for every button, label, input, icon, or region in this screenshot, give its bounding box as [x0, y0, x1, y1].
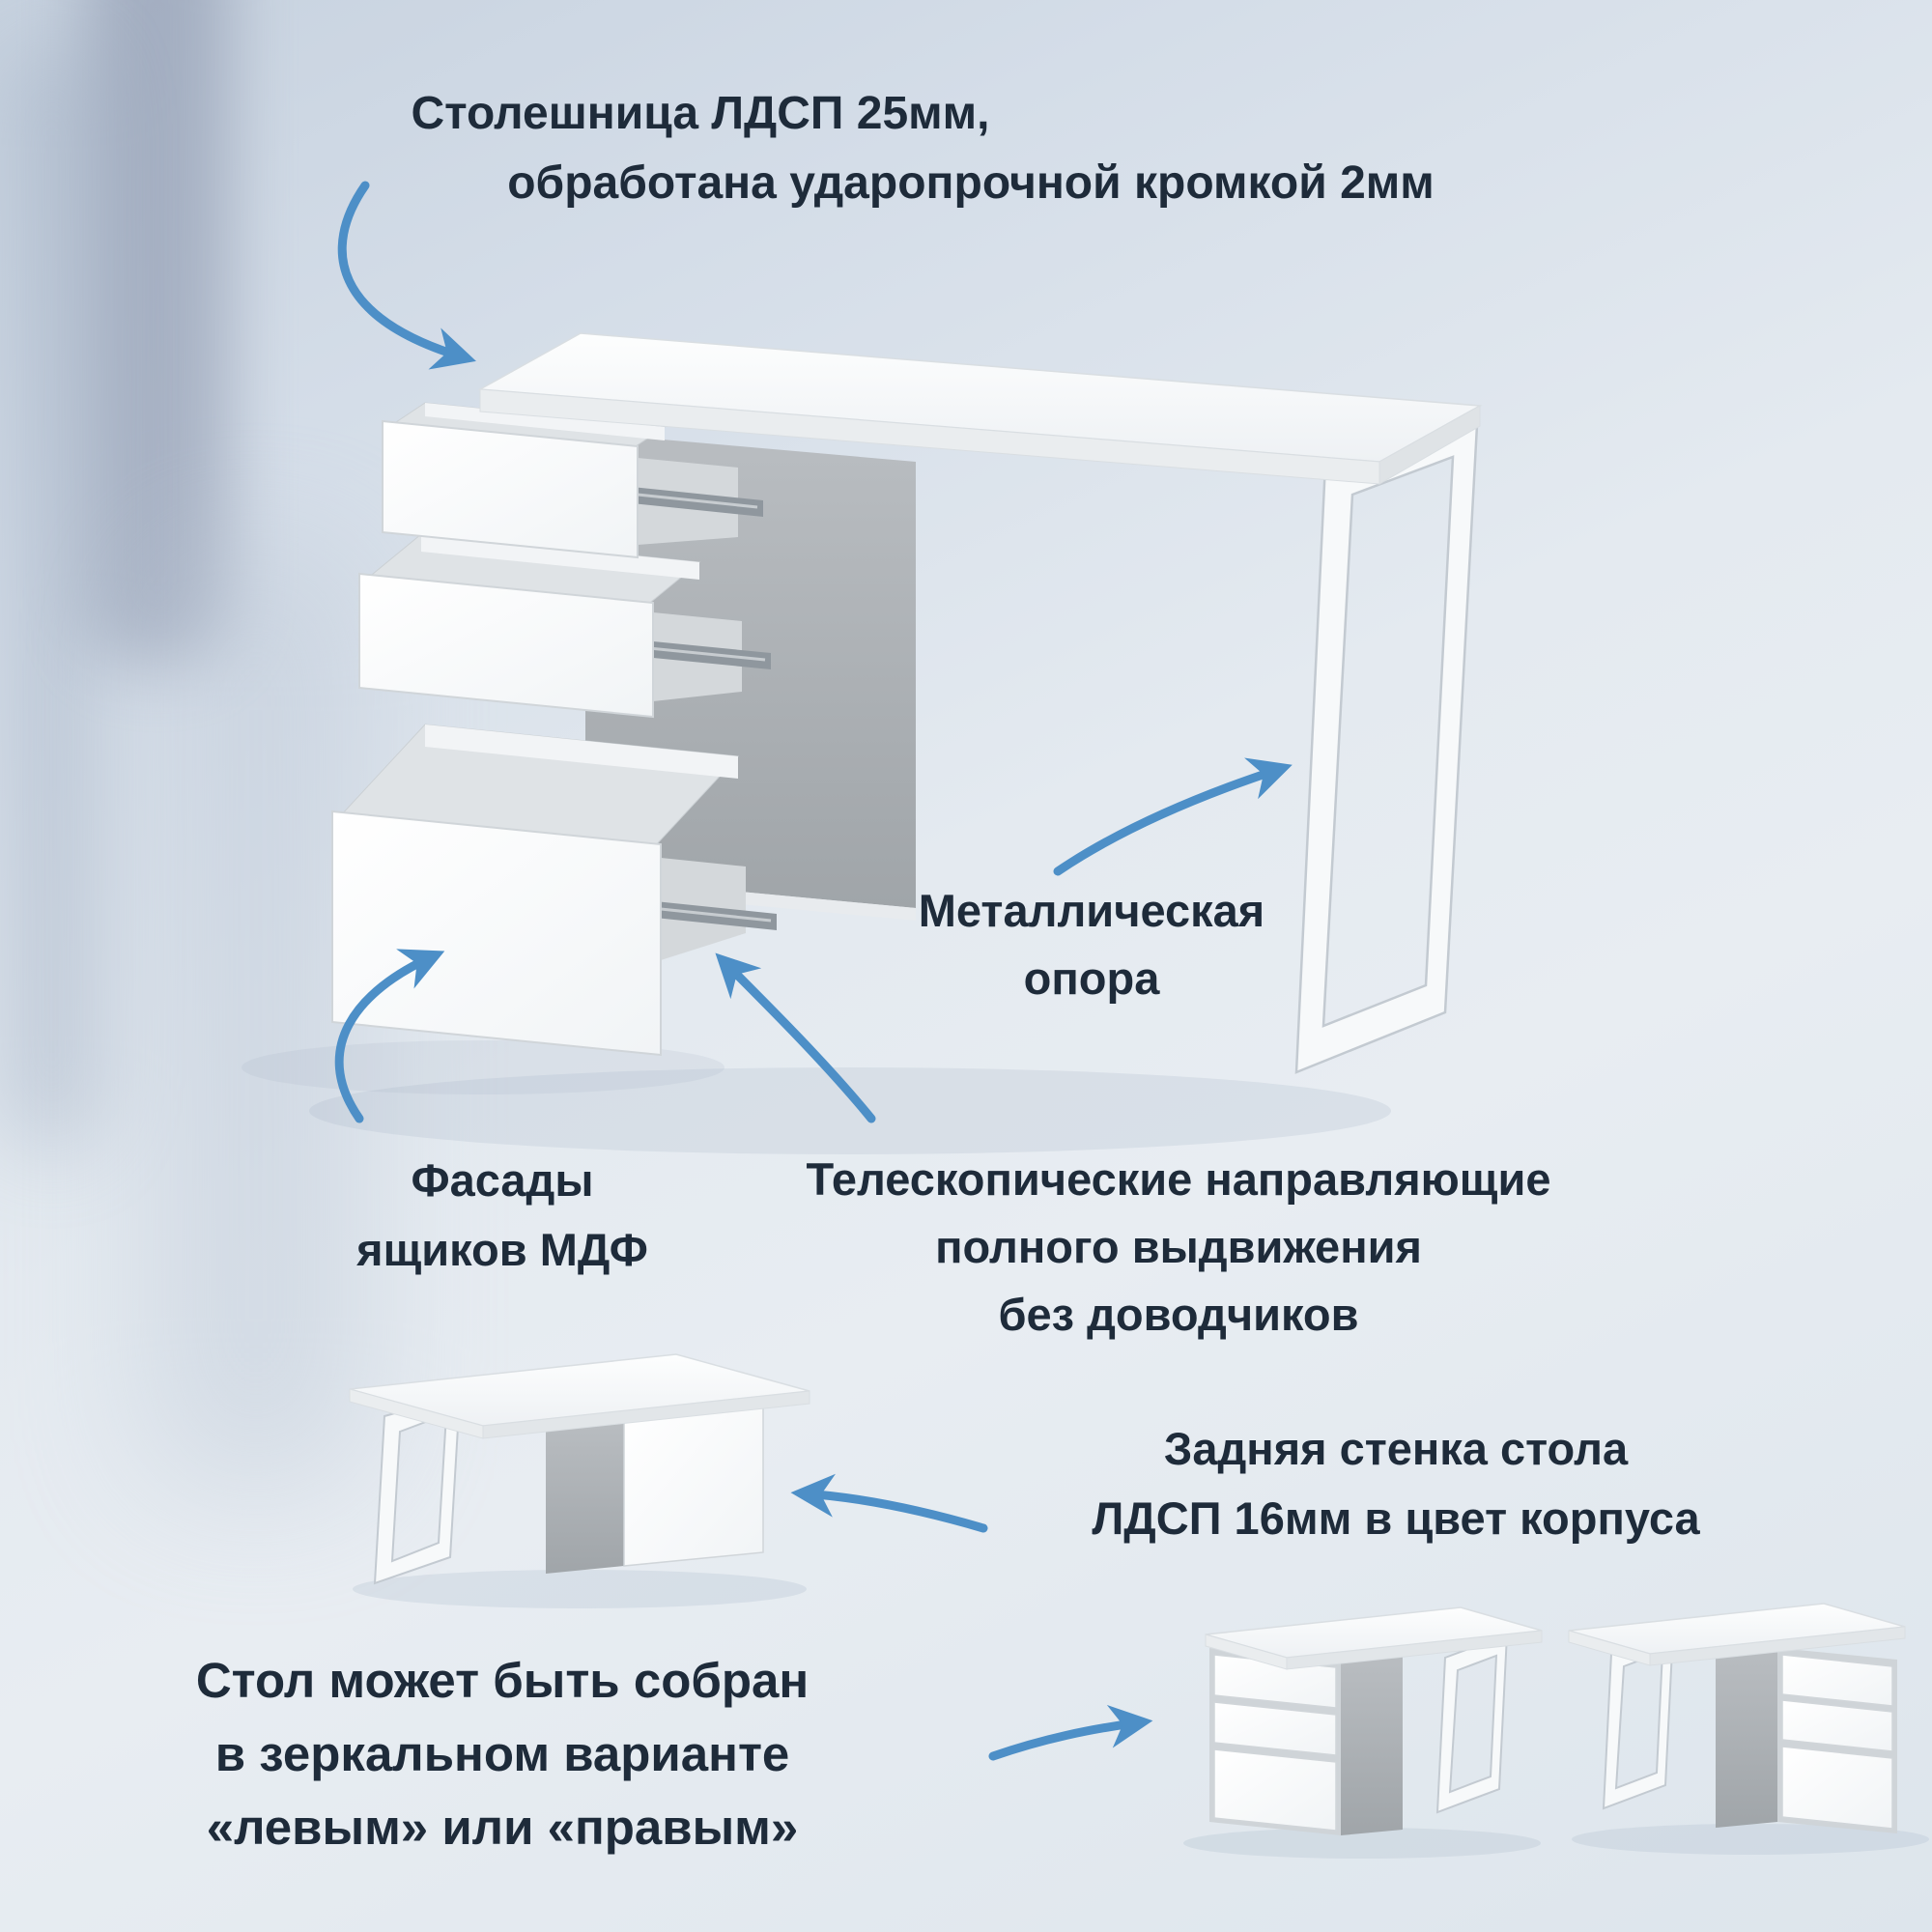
drawer-back-wall [421, 534, 699, 580]
drawer-front [1781, 1654, 1893, 1707]
drawer-back-wall [425, 724, 738, 779]
floor-shadow [353, 1570, 807, 1608]
drawer-front-bottom [331, 810, 662, 1057]
tabletop-front-edge [1649, 1626, 1906, 1666]
arrow-to-metal-leg [1053, 757, 1293, 876]
slide-highlight [660, 907, 772, 923]
annotation-line: «левым» или «правым» [206, 1800, 799, 1855]
pedestal-side-panel [1716, 1648, 1777, 1828]
arrow-to-drawer-fronts [334, 949, 445, 1123]
floor-shadow [242, 1040, 724, 1094]
annotation-line: полного выдвижения [935, 1221, 1422, 1272]
main-desk-illustration [242, 332, 1483, 1154]
annotation-tabletop-line2: обработана ударопрочной кромкой 2мм [507, 157, 1435, 209]
annotation-line: опора [1023, 952, 1160, 1004]
metal-loop-leg [1435, 1633, 1509, 1814]
arrow-to-back-panel [790, 1473, 988, 1533]
annotation-telescopic-slides: Телескопические направляющие полного выд… [720, 1146, 1637, 1349]
arrow-to-tabletop [337, 181, 476, 370]
floor-shadow [1572, 1824, 1929, 1855]
annotation-drawer-fronts: Фасады ящиков МДФ [261, 1146, 744, 1285]
slide-highlight [648, 646, 766, 662]
annotation-line: Телескопические направляющие [806, 1153, 1551, 1205]
tabletop-right-edge [1378, 405, 1481, 485]
annotation-metal-support: Металлическая опора [850, 877, 1333, 1012]
pedestal-side-panel [546, 1419, 624, 1574]
arrow-to-mirror-desks [988, 1704, 1153, 1761]
annotation-line: Задняя стенка стола [1163, 1423, 1629, 1474]
pedestal-side-panel [1341, 1656, 1403, 1835]
annotation-line: без доводчиков [998, 1289, 1359, 1340]
left-variant-desk-illustration [1183, 1606, 1543, 1859]
drawer-front [1781, 1746, 1893, 1830]
annotation-line: Металлическая [918, 885, 1265, 936]
annotation-tabletop-line1: Столешница ЛДСП 25мм, [411, 88, 990, 139]
pedestal-back-panel [623, 1405, 764, 1567]
annotation-line: Фасады [411, 1154, 594, 1206]
annotation-arrows [334, 181, 1293, 1761]
slide-highlight [637, 493, 758, 509]
annotation-line: в зеркальном варианте [214, 1726, 790, 1781]
tabletop-front-edge [1286, 1630, 1543, 1670]
annotation-line: ящиков МДФ [356, 1224, 648, 1275]
tabletop-front-edge [482, 1390, 810, 1439]
annotation-line: Стол может быть собран [195, 1653, 810, 1708]
drawer-front [1213, 1701, 1337, 1756]
drawer-front [1781, 1699, 1893, 1752]
annotation-mirror-option: Стол может быть собран в зеркальном вари… [97, 1644, 908, 1864]
drawer-front-top [382, 419, 639, 559]
drawer-front-middle [358, 572, 654, 719]
arrow-to-slides [715, 952, 876, 1123]
right-variant-desk-illustration [1568, 1603, 1929, 1855]
annotation-back-panel: Задняя стенка стола ЛДСП 16мм в цвет кор… [1000, 1414, 1792, 1553]
back-view-desk-illustration [349, 1353, 810, 1608]
floor-shadow [1183, 1828, 1541, 1859]
floor-shadow [309, 1067, 1391, 1154]
annotation-line: ЛДСП 16мм в цвет корпуса [1092, 1492, 1700, 1544]
drawer-front [1213, 1748, 1337, 1832]
